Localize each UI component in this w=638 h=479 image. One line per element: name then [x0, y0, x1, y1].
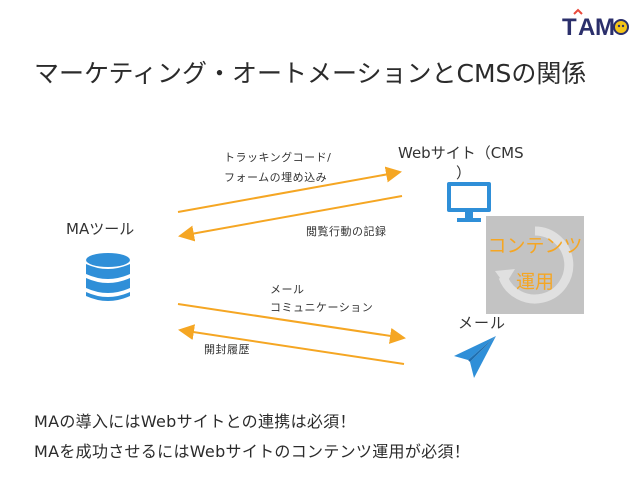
tracking-label-line1: トラッキングコード/: [224, 151, 332, 164]
website-label-line2: ）: [456, 164, 472, 182]
mail-comm-label-line1: メール: [270, 283, 305, 296]
monitor-icon: [447, 182, 491, 222]
conclusion-line-1: MAの導入にはWebサイトとの連携は必須！: [34, 412, 356, 431]
arrow-mail-communication: [177, 303, 406, 344]
logo-mark: T A M: [562, 8, 629, 41]
svg-text:A: A: [578, 14, 595, 41]
conclusion-line-2: MAを成功させるにはWebサイトのコンテンツ運用が必須！: [34, 442, 471, 461]
mail-comm-label-line2: コミュニケーション: [270, 301, 374, 314]
svg-text:M: M: [595, 14, 615, 41]
arrow-tracking: [177, 166, 402, 213]
paper-plane-icon: [454, 336, 496, 378]
mail-label: メール: [458, 314, 507, 332]
ma-tool-label: MAツール: [66, 220, 135, 238]
website-label-line1: Webサイト（CMS: [398, 144, 524, 162]
arrow-browsing: [178, 195, 403, 242]
opened-label: 開封履歴: [204, 343, 250, 356]
contents-operation-text: コンテンツ 運用: [486, 228, 584, 300]
operation-label: 運用: [515, 271, 554, 293]
contents-label: コンテンツ: [487, 235, 583, 257]
arrow-opened: [178, 324, 405, 365]
database-icon: [86, 253, 130, 301]
tracking-label-line2: フォームの埋め込み: [224, 171, 328, 184]
logo: T A M: [560, 8, 630, 42]
svg-text:T: T: [562, 14, 577, 41]
page-title: マーケティング・オートメーションとCMSの関係: [34, 59, 587, 88]
browsing-label: 閲覧行動の記録: [306, 225, 387, 238]
refresh-icon: [495, 226, 574, 304]
